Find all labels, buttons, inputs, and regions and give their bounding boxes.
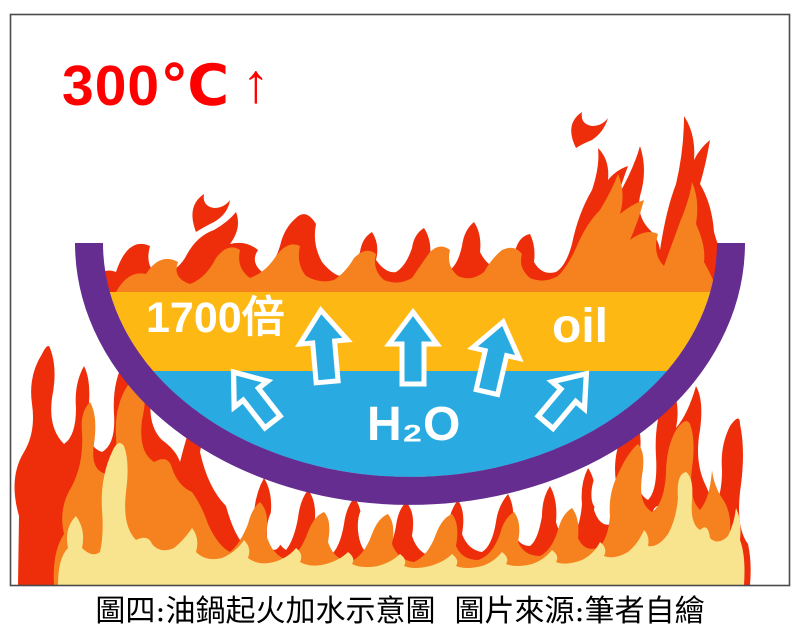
- water-label: H₂O: [367, 398, 461, 451]
- expansion-ratio-label: 1700倍: [146, 294, 285, 342]
- rising-arrow-icon: ↑: [242, 52, 271, 114]
- temperature-label: 300℃ ↑: [62, 52, 271, 118]
- flame-fleck-right: [571, 112, 608, 148]
- flame-gap: [514, 502, 534, 542]
- flame-gap: [591, 468, 609, 508]
- figure-frame-border: [9, 13, 791, 587]
- flame-fleck-left: [192, 194, 230, 232]
- flame-core-yellow-shape: [58, 443, 745, 585]
- flame-inner-orange-shape: [53, 373, 744, 585]
- surface-flame-orange-shape: [116, 174, 718, 292]
- temperature-value: 300℃: [62, 54, 231, 118]
- wok-rim: [75, 242, 745, 505]
- oil-label: oil: [552, 300, 608, 353]
- flame-gap: [266, 506, 286, 550]
- figure-caption: 圖四:油鍋起火加水示意圖 圖片來源:筆者自繪: [95, 594, 705, 629]
